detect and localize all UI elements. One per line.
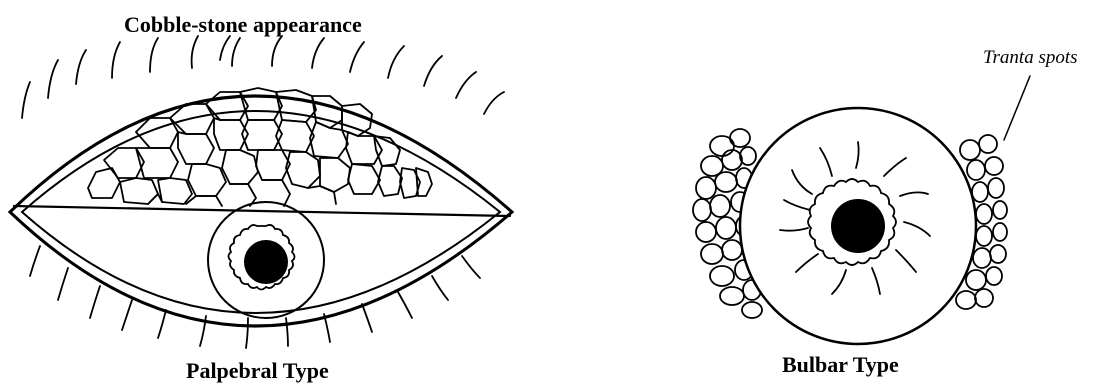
cobblestone-papillae <box>88 88 432 206</box>
pupil <box>244 240 288 284</box>
lid-margin-line <box>14 206 510 216</box>
upper-lashes <box>22 36 504 118</box>
bulbar-pupil <box>831 199 885 253</box>
tranta-leader-line <box>1004 76 1030 140</box>
bulbar-eye-figure <box>693 76 1030 344</box>
palpebral-eye-figure <box>10 36 512 348</box>
